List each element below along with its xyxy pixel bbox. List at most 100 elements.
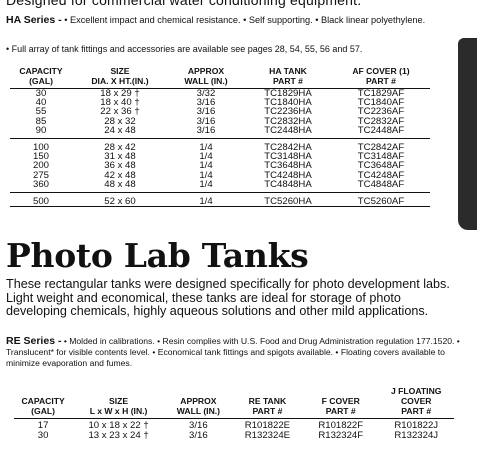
table-cell: TC2842HA [244,138,332,153]
re-col-capacity: CAPACITY(GAL) [21,396,65,416]
section-title: Photo Lab Tanks [6,236,309,275]
table-cell: TC2236HA [264,106,312,118]
table-cell: TC3148AF [357,151,405,163]
table-cell: 3/32 [196,88,216,99]
re-series-features: • Molded in calibrations. • Resin compli… [6,336,460,368]
table-cell: TC2448HA [264,124,312,136]
table-cell: 48 x 48 [104,178,136,190]
table-cell: 3/16 [196,124,216,136]
table-row: 30 13 x 23 x 24 † 3/16 R132324E R132324F R132… [14,431,454,441]
table-cell: TC4248AF [357,169,405,181]
photo-lab-intro: These rectangular tanks were designed sp… [6,277,450,319]
table-cell: 1/4 [199,169,213,181]
table-cell: TC3648AF [357,160,405,172]
re-series-description: RE Series - • Molded in calibrations. • … [6,336,466,369]
table-cell: R132324J [394,430,439,441]
table-row: 17 10 x 18 x 22 † 3/16 R101822E R101822F R101… [14,419,454,432]
table-cell: TC4848AF [357,178,405,190]
table-cell: TC1829AF [357,88,405,99]
table-cell: TC4848HA [264,178,312,190]
table-cell: TC4248HA [264,169,312,181]
table-cell: 1/4 [199,151,213,163]
table-cell: 90 [35,124,47,136]
table-cell: 275 [32,169,49,181]
table-row: 360 48 x 48 1/4 TC4848HA TC4848AF [10,180,430,193]
table-cell: 36 x 48 [104,160,136,172]
table-cell: TC1840AF [357,97,405,109]
table-cell: 360 [32,178,49,190]
table-cell: TC2448AF [357,124,405,136]
table-cell: TC2236AF [357,106,405,118]
table-cell: 42 x 48 [104,169,136,181]
table-cell: TC5260AF [332,192,430,208]
table-cell: R132324F [318,430,364,441]
table-cell: 30 [37,430,49,441]
table-cell: 18 x 29 † [100,88,140,99]
table-cell: 1/4 [168,192,244,208]
ha-series-features: • Excellent impact and chemical resistan… [64,15,426,25]
re-table-body: 17 10 x 18 x 22 † 3/16 R101822E R101822F R101… [14,419,454,442]
tank-photo-edge [458,38,477,230]
table-cell: 3/16 [196,106,216,118]
table-cell: TC2832HA [264,115,312,127]
table-cell: 40 [35,97,47,109]
table-cell: 100 [10,138,72,153]
table-cell: 24 x 48 [104,124,136,136]
table-row: 40 18 x 40 † 3/16 TC1840HA TC1840AF [10,97,430,109]
table-row: 90 24 x 48 3/16 TC2448HA TC2448AF [10,126,430,139]
table-cell: 3/16 [189,420,208,431]
table-cell: 13 x 23 x 24 † [88,430,149,441]
table-cell: 3/16 [196,97,216,109]
table-cell: 3/16 [196,115,216,127]
table-cell: 28 x 42 [72,138,168,153]
table-cell: TC3148HA [264,151,312,163]
table-cell: R101822F [318,420,364,431]
table-cell: 22 x 36 † [100,106,140,118]
table-row: 275 42 x 48 1/4 TC4248HA TC4248AF [10,169,430,181]
table-cell: 1/4 [168,138,244,153]
table-cell: TC1829HA [264,88,312,99]
ha-col-capacity: CAPACITY(GAL) [19,66,63,86]
ha-col-cover-part: AF COVER (1)PART # [352,66,410,86]
table-cell: TC1840HA [264,97,312,109]
table-cell: 28 x 32 [104,115,136,127]
table-cell: 55 [35,106,47,118]
table-cell: TC3648HA [264,160,312,172]
table-cell: 3/16 [189,430,208,441]
ha-series-label: HA Series - [6,14,62,26]
table-cell: 1/4 [199,160,213,172]
re-series-label: RE Series - [6,335,62,347]
table-cell: R101822J [394,420,439,431]
ha-series-note: • Full array of tank fittings and access… [6,44,363,54]
table-cell: 17 [37,420,49,431]
table-cell: TC2842AF [332,138,430,153]
table-cell: 52 x 60 [72,192,168,208]
table-cell: 500 [10,192,72,208]
table-cell: R101822E [244,420,291,431]
table-cell: 10 x 18 x 22 † [88,420,149,431]
cut-off-heading: Designed for commercial water conditioni… [6,0,362,8]
table-cell: R132324E [244,430,291,441]
table-cell: 1/4 [199,178,213,190]
table-cell: TC2832AF [357,115,405,127]
table-cell: 18 x 40 † [100,97,140,109]
